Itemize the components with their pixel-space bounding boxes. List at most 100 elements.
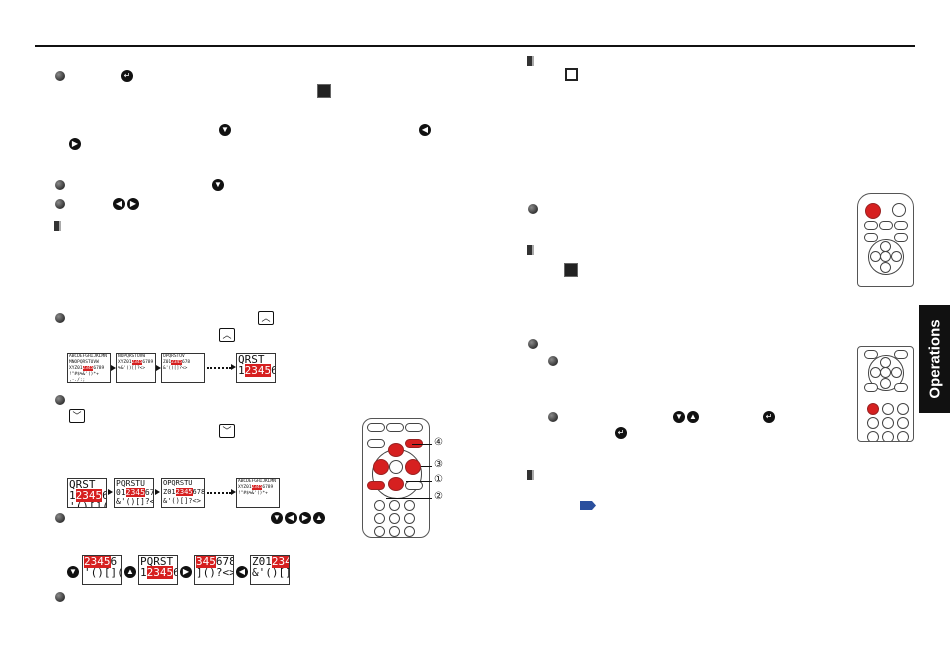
flow-arrow-icon <box>156 365 161 371</box>
char-row: OPQRSTU <box>163 479 193 487</box>
up-button-icon: ▲ <box>313 512 325 524</box>
char-text: 6 <box>173 566 177 579</box>
down-button-icon: ▼ <box>673 411 685 423</box>
char-text: 6 <box>102 489 106 502</box>
char-row: PQRST <box>140 555 174 568</box>
selected-chars: 2345 <box>171 360 182 365</box>
right-button-icon: ▶ <box>299 512 311 524</box>
char-frame: PQRSTU 01234567 &'()[]?< <box>114 478 154 508</box>
char-text: Z01 <box>252 555 272 568</box>
char-frame: OPQRSTUV Z012345678 &'()[]?<> <box>161 353 205 383</box>
char-text: 6789 <box>93 366 105 371</box>
note-marker-icon <box>54 221 61 231</box>
callout-line <box>406 481 432 482</box>
char-frame: ABCDEFGHIJKLMN XYZ0123456789 !"#$%&'()*+ <box>236 478 280 508</box>
char-text: XYZ01 <box>118 360 132 365</box>
progression-dots <box>207 492 231 494</box>
section-tab: Operations <box>919 305 950 413</box>
enter-button-icon: ↵ <box>121 70 133 82</box>
section-tab-label: Operations <box>926 319 943 399</box>
down-key-icon: ﹀ <box>219 424 235 438</box>
char-frame-zoom: 3456789 ]()?<>@ <box>194 555 234 585</box>
left-button-icon: ◀ <box>419 124 431 136</box>
flow-arrow-icon <box>108 489 113 495</box>
selected-chars: 2345 <box>244 364 272 377</box>
up-button-icon: ▲ <box>124 566 136 578</box>
display-menu-icon <box>564 263 578 277</box>
char-row: &'()[]?<> <box>163 497 201 505</box>
right-button-icon: ▶ <box>127 198 139 210</box>
up-key-icon: ︿ <box>219 328 235 342</box>
char-text: Z01 <box>163 360 172 365</box>
selected-chars: 345 <box>196 555 216 568</box>
char-text: 6789 <box>262 485 274 490</box>
flow-arrow-icon <box>231 489 236 495</box>
selected-chars: 2345 <box>131 360 143 365</box>
char-text: Z01 <box>163 488 176 496</box>
note-marker-icon <box>527 56 534 66</box>
char-row: MNOPQRSTUVW <box>69 360 99 365</box>
step-bullet-icon <box>55 513 65 523</box>
remote-control-illustration <box>857 346 914 442</box>
char-text: 6 <box>271 364 275 377</box>
callout-label: ③ <box>434 459 443 470</box>
remote-control-illustration <box>857 193 914 287</box>
up-button-icon: ▲ <box>687 411 699 423</box>
note-marker-icon <box>527 470 534 480</box>
step-bullet-icon <box>55 313 65 323</box>
char-text: 6789 <box>215 555 233 568</box>
step-bullet-icon <box>528 339 538 349</box>
flow-arrow-icon <box>155 489 160 495</box>
char-row: NOPQRSTUVW <box>118 354 146 359</box>
progression-dots <box>207 367 231 369</box>
char-row: QRST <box>238 353 265 366</box>
char-row: '()[]()?< <box>84 566 121 579</box>
char-row: ABCDEFGHIJKLMN <box>69 354 107 359</box>
char-frame: OPQRSTU Z012345678 &'()[]?<> <box>161 478 205 508</box>
callout-label: ② <box>434 491 443 502</box>
char-text: 678 <box>192 488 205 496</box>
step-bullet-icon <box>55 199 65 209</box>
callout-line <box>421 466 432 467</box>
char-row: OPQRSTUV <box>163 354 185 359</box>
char-frame: NOPQRSTUVW XYZ0123456789 %&'()[]?<> <box>116 353 156 383</box>
sub-step-bullet-icon <box>548 412 558 422</box>
char-text: 1 <box>238 364 245 377</box>
selected-chars: 2345 <box>125 488 145 497</box>
down-button-icon: ▼ <box>67 566 79 578</box>
char-frame-zoom: QRST 123456 <box>236 353 276 383</box>
step-bullet-icon <box>55 395 65 405</box>
char-row: QRST <box>69 478 96 491</box>
left-button-icon: ◀ <box>285 512 297 524</box>
char-row: ]()?<>@ <box>196 566 233 579</box>
selected-chars: 2345 <box>146 566 174 579</box>
step-bullet-icon <box>55 71 65 81</box>
step-bullet-icon <box>55 180 65 190</box>
right-button-icon: ▶ <box>69 138 81 150</box>
char-row: %&'()[]?<> <box>118 366 146 371</box>
step-bullet-icon <box>55 592 65 602</box>
char-text: 67 <box>144 488 154 497</box>
char-frame-zoom: 23456 '()[]()?< <box>82 555 122 585</box>
char-text: XYZ01 <box>69 366 83 371</box>
enter-button-icon: ↵ <box>763 411 775 423</box>
selected-chars: 2345 <box>175 488 193 496</box>
note-marker-icon <box>527 245 534 255</box>
step-bullet-icon <box>528 204 538 214</box>
selected-chars: 234 <box>271 555 290 568</box>
char-row: '()[]()?< <box>69 500 106 508</box>
char-frame: ABCDEFGHIJKLMN MNOPQRSTUVW XYZ0123456789… <box>67 353 111 383</box>
char-text: 678 <box>181 360 191 365</box>
down-key-icon: ﹀ <box>69 409 85 423</box>
remote-control-illustration <box>362 418 430 538</box>
char-row: &'()[]() <box>252 566 289 579</box>
char-text: 1 <box>140 566 147 579</box>
char-row: &'()[]?<> <box>163 366 188 371</box>
char-frame-zoom: QRST 123456 '()[]()?< <box>67 478 107 508</box>
flow-arrow-icon <box>231 364 236 370</box>
callout-line <box>412 444 432 445</box>
char-row: ABCDEFGHIJKLMN <box>238 479 276 484</box>
char-text: 6789 <box>142 360 154 365</box>
selected-chars: 2345 <box>75 489 103 502</box>
char-text: XYZ01 <box>238 485 252 490</box>
